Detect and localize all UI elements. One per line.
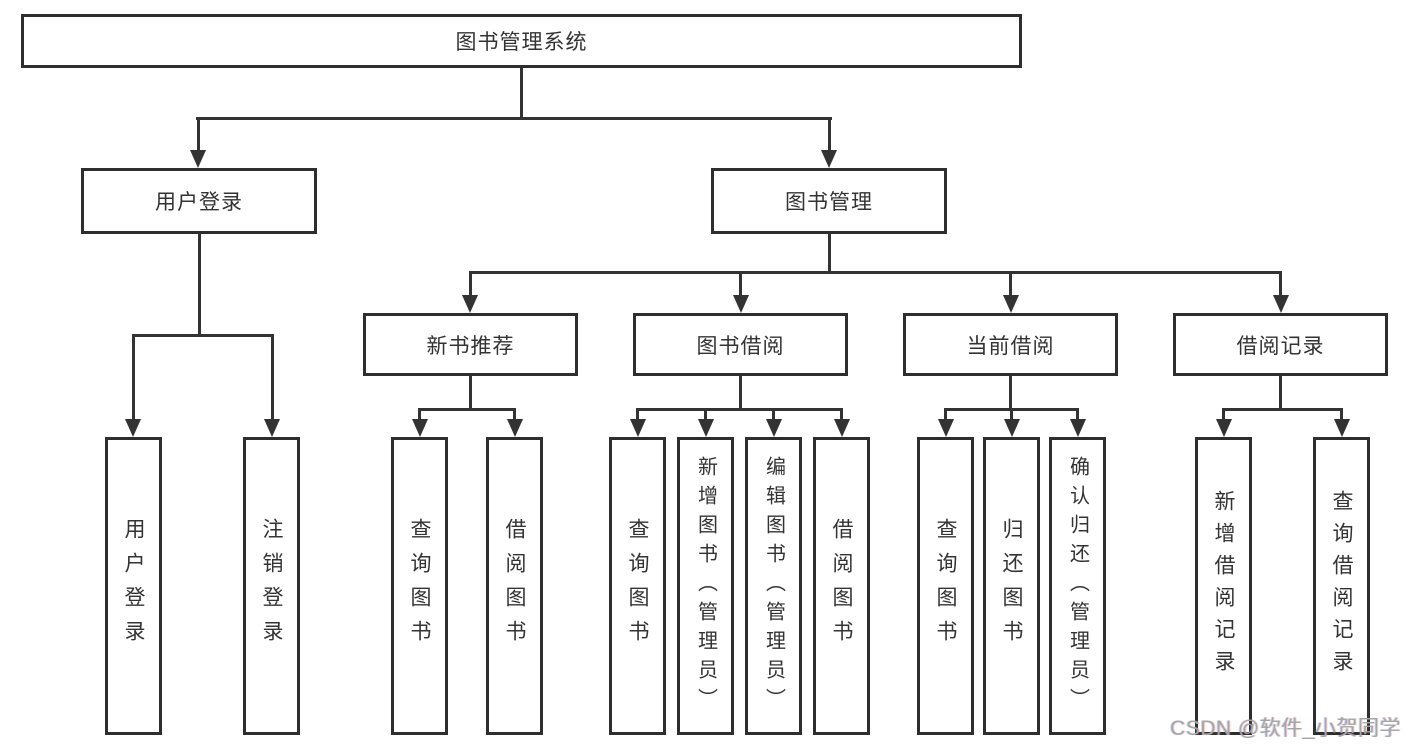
arrow-down-icon	[765, 419, 782, 437]
connector-line-vertical	[468, 271, 472, 300]
node-borrow-records: 借阅记录	[1173, 313, 1388, 376]
connector-line-vertical	[513, 408, 516, 424]
connector-line-vertical	[827, 117, 831, 153]
node-current-borrow: 当前借阅	[903, 313, 1118, 376]
connector-line-vertical	[196, 117, 200, 153]
leaf-user-login: 用户登录	[105, 437, 162, 735]
leaf-current-confirm-return-admin: 确认归还（管理员）	[1049, 437, 1106, 735]
connector-line-horizontal	[468, 271, 1282, 274]
leaf-borrow-add-books-admin: 新增图书（管理员）	[677, 437, 734, 735]
node-book-management: 图书管理	[711, 168, 947, 234]
connector-line-horizontal	[1222, 408, 1343, 411]
arrow-down-icon	[462, 295, 478, 313]
connector-line-vertical	[1222, 408, 1225, 424]
connector-line-vertical	[1279, 271, 1282, 300]
arrow-down-icon	[506, 419, 523, 437]
arrow-down-icon	[411, 419, 428, 437]
connector-line-vertical	[827, 234, 831, 274]
connector-line-vertical	[418, 408, 421, 424]
connector-line-vertical	[1340, 408, 1343, 424]
connector-line-vertical	[944, 408, 947, 424]
node-new-book-recommend: 新书推荐	[363, 313, 578, 376]
arrow-down-icon	[1333, 419, 1350, 437]
leaf-recommend-borrow-books: 借阅图书	[486, 437, 543, 735]
connector-line-vertical	[1009, 376, 1012, 411]
leaf-records-add-record: 新增借阅记录	[1195, 437, 1252, 735]
leaf-borrow-edit-books-admin: 编辑图书（管理员）	[745, 437, 802, 735]
connector-line-vertical	[131, 334, 135, 422]
connector-line-vertical	[520, 68, 523, 118]
arrow-down-icon	[190, 150, 206, 168]
connector-line-horizontal	[418, 408, 516, 411]
arrow-down-icon	[1272, 295, 1289, 313]
connector-line-vertical	[197, 234, 201, 337]
arrow-down-icon	[937, 419, 954, 437]
arrow-down-icon	[1003, 419, 1020, 437]
arrow-down-icon	[1215, 419, 1232, 437]
connector-line-horizontal	[131, 334, 274, 337]
node-user-login: 用户登录	[81, 168, 317, 234]
leaf-borrow-borrow-books: 借阅图书	[813, 437, 870, 735]
csdn-watermark: CSDN @软件_小贺同学	[1170, 717, 1401, 740]
arrow-down-icon	[1069, 419, 1086, 437]
leaf-records-query-record: 查询借阅记录	[1313, 437, 1370, 735]
node-root: 图书管理系统	[21, 14, 1022, 68]
arrow-down-icon	[821, 150, 837, 168]
connector-line-horizontal	[196, 117, 832, 120]
arrow-down-icon	[264, 419, 280, 437]
connector-line-vertical	[1279, 376, 1282, 411]
arrow-down-icon	[629, 419, 646, 437]
connector-line-vertical	[270, 334, 274, 422]
connector-line-vertical	[739, 271, 742, 300]
leaf-current-query-books: 查询图书	[917, 437, 974, 735]
connector-line-vertical	[469, 376, 472, 411]
arrow-down-icon	[697, 419, 714, 437]
connector-line-vertical	[1010, 408, 1013, 424]
leaf-current-return-books: 归还图书	[983, 437, 1040, 735]
arrow-down-icon	[125, 419, 141, 437]
connector-line-vertical	[1009, 271, 1012, 300]
node-book-borrow: 图书借阅	[633, 313, 848, 376]
connector-line-vertical	[704, 408, 707, 424]
leaf-borrow-query-books: 查询图书	[609, 437, 666, 735]
arrow-down-icon	[833, 419, 850, 437]
leaf-recommend-query-books: 查询图书	[391, 437, 448, 735]
arrow-down-icon	[1002, 295, 1019, 313]
connector-line-vertical	[636, 408, 639, 424]
connector-line-vertical	[840, 408, 843, 424]
arrow-down-icon	[732, 295, 749, 313]
connector-line-vertical	[772, 408, 775, 424]
connector-line-horizontal	[636, 408, 843, 411]
connector-line-vertical	[1076, 408, 1079, 424]
leaf-logout: 注销登录	[243, 437, 300, 735]
connector-line-vertical	[739, 376, 742, 411]
